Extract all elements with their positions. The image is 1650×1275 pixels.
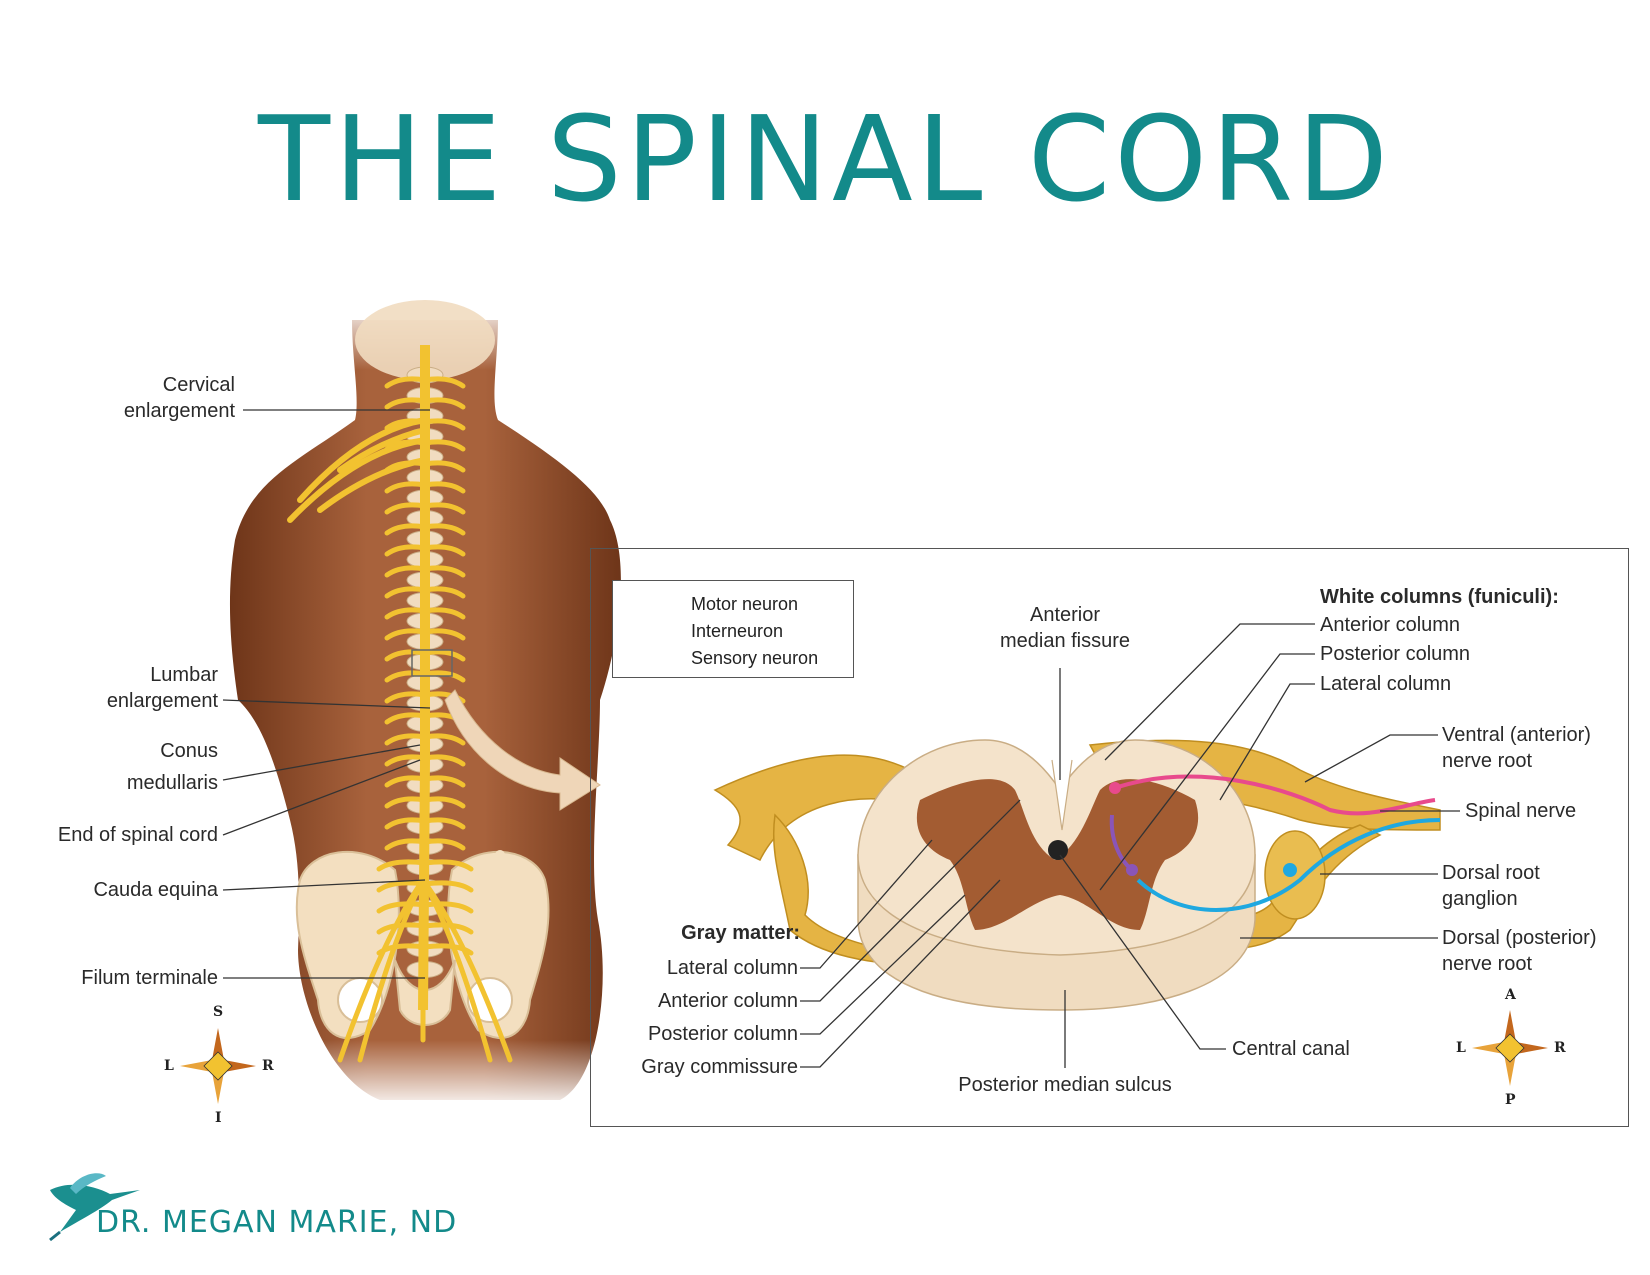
compass-body-bottom: I — [215, 1110, 222, 1126]
compass-section-top: A — [1505, 987, 1516, 1003]
spinal-nerve-branch — [422, 859, 474, 872]
spinal-nerve-branch — [384, 607, 428, 620]
neuron-legend: Motor neuron Interneuron Sensory neuron — [612, 580, 854, 678]
cauda-equina-nerve — [357, 877, 426, 1063]
spinal-nerve-branch — [422, 586, 466, 599]
spinal-nerve-branch — [422, 502, 466, 515]
brachial-nerve — [287, 437, 428, 523]
spinal-nerve-branch — [384, 376, 428, 389]
spinal-nerve-branch — [384, 733, 428, 746]
label-white-anterior-column: Anterior column — [1320, 614, 1461, 636]
spinal-nerve-branch — [422, 397, 466, 410]
brachial-nerve — [317, 457, 428, 513]
spinal-nerve-branch — [422, 775, 466, 788]
label-posterior-median-sulcus: Posterior median sulcus — [958, 1074, 1172, 1096]
label-gray-lateral-column: Lateral column — [666, 957, 798, 979]
spinal-nerve-branch — [384, 670, 428, 683]
spinal-nerve-branch — [422, 376, 466, 389]
spinal-nerve-branch — [384, 397, 428, 410]
spinal-nerve-branch — [384, 628, 428, 641]
cross-section-panel — [590, 548, 1629, 1127]
label-ventral-nerve-root: Ventral (anterior)nerve root — [1442, 724, 1591, 772]
brand-name: DR. MEGAN MARIE, ND — [96, 1205, 458, 1240]
spinal-nerve-branch — [384, 838, 428, 851]
cauda-equina-nerve — [420, 877, 513, 1063]
spinal-nerves — [287, 376, 513, 1063]
pelvis — [295, 850, 550, 1040]
spinal-nerve-branch — [384, 565, 428, 578]
compass-section-icon — [1472, 1010, 1548, 1086]
label-gray-matter-heading: Gray matter: — [681, 922, 800, 944]
spinal-nerve-branch — [422, 796, 466, 809]
label-filum-terminale: Filum terminale — [81, 967, 218, 989]
label-white-posterior-column: Posterior column — [1320, 643, 1471, 665]
spinal-nerve-branch — [422, 670, 466, 683]
page-title: THE SPINAL CORD — [257, 90, 1393, 228]
compass-body-left: L — [164, 1058, 174, 1074]
spinal-nerve-branch — [422, 628, 466, 641]
spinal-nerve-branch — [422, 817, 466, 830]
spinal-nerve-branch — [422, 901, 474, 914]
spinal-nerve-branch — [422, 565, 466, 578]
label-central-canal: Central canal — [1232, 1038, 1350, 1060]
label-end-of-spinal-cord: End of spinal cord — [57, 824, 218, 846]
spinal-nerve-branch — [384, 712, 428, 725]
spinal-nerve-branch — [422, 418, 466, 431]
compass-section-bottom: P — [1505, 1092, 1516, 1108]
spinal-nerve-branch — [422, 649, 466, 662]
spinal-nerve-branch — [384, 754, 428, 767]
spinal-nerve-branch — [422, 880, 474, 893]
label-gray-posterior-column: Posterior column — [647, 1023, 798, 1045]
label-white-lateral-column: Lateral column — [1320, 673, 1452, 695]
legend-interneuron: Interneuron — [691, 621, 784, 641]
spinal-nerve-branch — [376, 901, 428, 914]
label-dorsal-nerve-root: Dorsal (posterior)nerve root — [1442, 927, 1597, 975]
compass-body-right: R — [262, 1058, 274, 1074]
spinal-nerve-branch — [376, 859, 428, 872]
zoom-arrow — [444, 689, 601, 811]
hummingbird-logo-icon — [49, 1173, 140, 1242]
label-gray-anterior-column: Anterior column — [657, 990, 798, 1012]
cross-section — [713, 739, 1441, 1011]
spinal-nerve-branch — [422, 754, 466, 767]
spinal-nerve-branch — [384, 796, 428, 809]
spinal-nerve-branch — [422, 523, 466, 536]
spinal-nerve-branch — [422, 439, 466, 452]
compass-section-right: R — [1554, 1040, 1566, 1056]
compass-body-top: S — [213, 1004, 224, 1020]
spinal-nerve-branch — [384, 544, 428, 557]
spinal-nerve-branch — [422, 544, 466, 557]
legend-sensory-neuron: Sensory neuron — [691, 648, 819, 668]
label-cauda-equina: Cauda equina — [93, 879, 218, 901]
spinal-nerve-branch — [384, 523, 428, 536]
brachial-nerve — [337, 427, 428, 473]
spinal-nerve-branch — [422, 838, 466, 851]
compass-body-icon — [180, 1028, 256, 1104]
spinal-nerve-branch — [422, 733, 466, 746]
compass-section-left: L — [1456, 1040, 1466, 1056]
spinal-nerve-branch — [422, 607, 466, 620]
spinal-nerve-branch — [384, 817, 428, 830]
spinal-nerve-branch — [384, 481, 428, 494]
spinal-nerve-branch — [384, 502, 428, 515]
spinal-nerve-branch — [384, 691, 428, 704]
label-white-columns-heading: White columns (funiculi): — [1320, 586, 1559, 608]
spinal-nerve-branch — [384, 586, 428, 599]
spinal-nerve-branch — [422, 481, 466, 494]
spinal-nerve-branch — [384, 649, 428, 662]
spinal-nerve-branch — [384, 775, 428, 788]
legend-motor-neuron: Motor neuron — [691, 594, 799, 614]
label-spinal-nerve: Spinal nerve — [1465, 800, 1577, 822]
spinal-nerve-branch — [422, 460, 466, 473]
label-gray-commissure: Gray commissure — [641, 1056, 798, 1078]
brachial-nerve — [297, 417, 428, 503]
